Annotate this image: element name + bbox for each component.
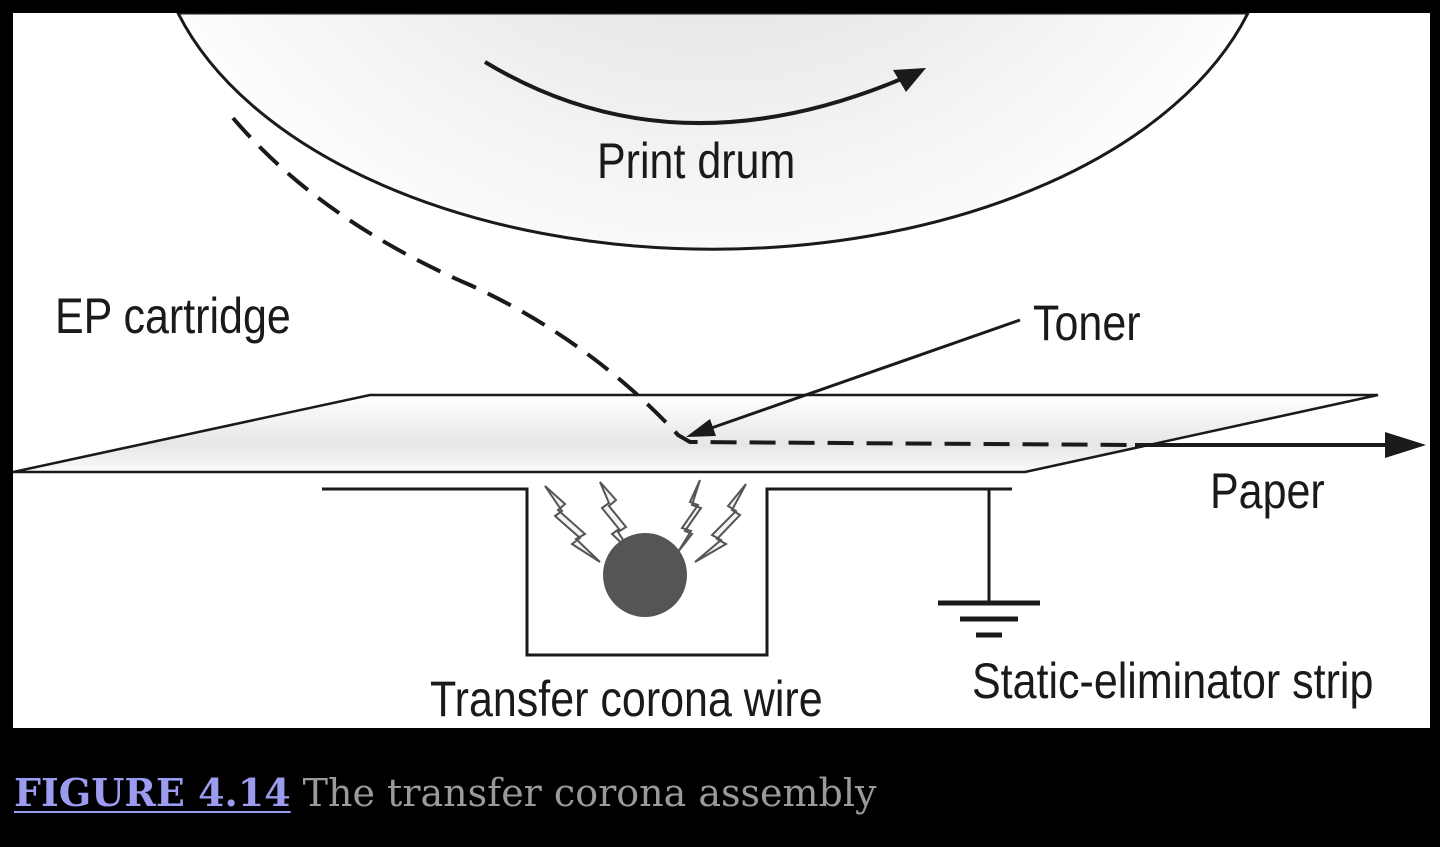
static-eliminator-strip-label: Static-eliminator strip — [972, 653, 1373, 709]
paper-path-dashed — [231, 116, 1136, 447]
corona-wire — [603, 533, 687, 617]
print-drum-label: Print drum — [597, 133, 795, 189]
caption-text: The transfer corona assembly — [302, 771, 877, 815]
rotation-arrow-head — [893, 68, 926, 92]
transfer-corona-diagram: Print drum EP cartridge Toner Paper Tran… — [13, 13, 1426, 727]
toner-leader-arrow-head — [686, 419, 716, 437]
toner-leader-arrow — [699, 318, 1021, 434]
transfer-corona-wire-label: Transfer corona wire — [430, 671, 823, 727]
ground-icon — [938, 489, 1040, 638]
paper-exit-arrow-head — [1385, 432, 1426, 458]
toner-label: Toner — [1033, 295, 1141, 351]
print-drum — [176, 13, 1250, 251]
rotation-arrow — [483, 60, 923, 125]
corona-housing — [322, 487, 1012, 657]
ep-cartridge-label: EP cartridge — [55, 288, 291, 344]
paper-label: Paper — [1210, 463, 1325, 519]
diagram-panel: Print drum EP cartridge Toner Paper Tran… — [13, 13, 1430, 728]
figure-number-link[interactable]: FIGURE 4.14 — [14, 770, 291, 815]
